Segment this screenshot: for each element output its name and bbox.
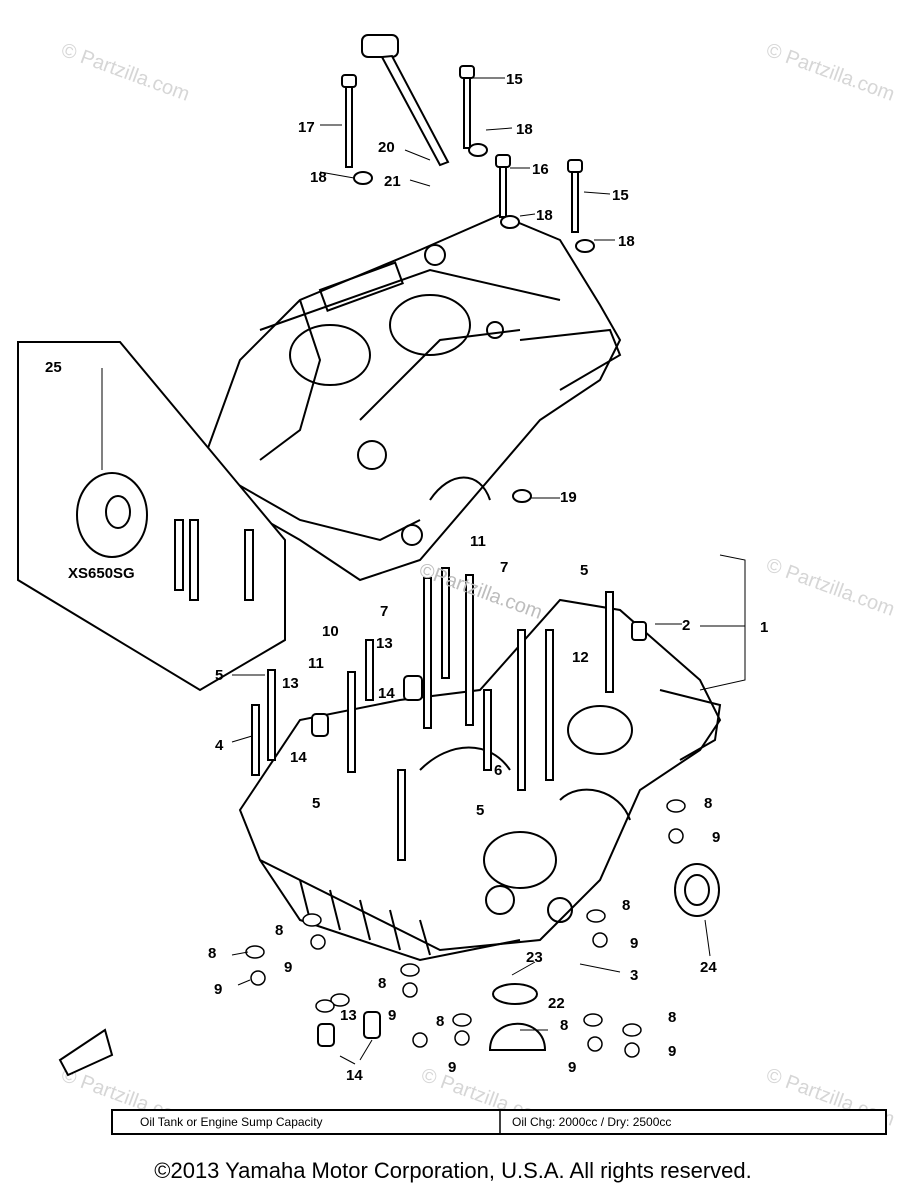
callout-9: 9 [448,1059,456,1076]
callout-9: 9 [668,1043,676,1060]
callout-10: 10 [322,623,339,640]
front-arrow-icon [58,1028,114,1077]
callout-8: 8 [436,1013,444,1030]
copyright-notice: ©2013 Yamaha Motor Corporation, U.S.A. A… [154,1158,752,1183]
bearing-icon [76,472,148,558]
upper-crankcase [198,213,622,582]
callout-4: 4 [215,737,224,754]
callout-12: 12 [572,649,589,666]
callout-9: 9 [568,1059,576,1076]
callout-5: 5 [476,802,484,819]
callout-13: 13 [376,635,393,652]
callout-14: 14 [346,1067,363,1084]
inset-model-label: XS650SG [68,565,135,582]
callout-14: 14 [378,685,395,702]
callout-8: 8 [704,795,712,812]
callout-18: 18 [310,169,327,186]
callout-13: 13 [282,675,299,692]
callout-8: 8 [378,975,386,992]
callout-11: 11 [308,655,324,672]
callout-14: 14 [290,749,307,766]
callout-5: 5 [312,795,320,812]
center-watermark: ©Partzilla.com [416,559,545,624]
watermark: © Partzilla.com [763,554,897,621]
callout-11: 11 [470,533,486,550]
spec-value: Oil Chg: 2000cc / Dry: 2500cc [512,1115,671,1129]
callout-21: 21 [384,173,401,190]
callout-8: 8 [560,1017,568,1034]
leader-lines [231,77,746,1065]
callout-18: 18 [618,233,635,250]
oil-filler-cap-icon [361,34,399,58]
callout-15: 15 [612,187,629,204]
callout-9: 9 [214,981,222,998]
callout-5: 5 [580,562,588,579]
callout-labels: 1 2 3 4 5 5 5 5 6 7 7 8 8 8 8 8 8 8 8 9 … [208,71,768,1084]
callout-8: 8 [208,945,216,962]
callout-9: 9 [388,1007,396,1024]
callout-2: 2 [682,617,690,634]
callout-19: 19 [560,489,577,506]
inset-part-number: 25 [45,359,62,376]
inset-panel: 25 XS650SG [17,341,286,692]
watermark: © Partzilla.com [58,39,192,106]
spec-label: Oil Tank or Engine Sump Capacity [140,1115,323,1129]
callout-5: 5 [215,667,223,684]
callout-9: 9 [630,935,638,952]
callout-17: 17 [298,119,315,136]
callout-8: 8 [668,1009,676,1026]
callout-9: 9 [712,829,720,846]
callout-9: 9 [284,959,292,976]
callout-13: 13 [340,1007,357,1024]
callout-3: 3 [630,967,638,984]
callout-15: 15 [506,71,523,88]
callout-22: 22 [548,995,565,1012]
callout-23: 23 [526,949,543,966]
callout-20: 20 [378,139,395,156]
callout-7: 7 [500,559,508,576]
callout-8: 8 [622,897,630,914]
callout-24: 24 [700,959,717,976]
lower-crankcase [238,598,722,962]
callout-18: 18 [536,207,553,224]
bolts-and-studs [58,34,720,1077]
callout-8: 8 [275,922,283,939]
callout-1: 1 [760,619,768,636]
nuts-and-washers [245,799,686,1058]
callout-16: 16 [532,161,549,178]
callout-6: 6 [494,762,502,779]
watermark: © Partzilla.com [763,39,897,106]
capacity-spec-table: Oil Tank or Engine Sump Capacity Oil Chg… [111,1109,887,1135]
callout-18: 18 [516,121,533,138]
callout-7: 7 [380,603,388,620]
